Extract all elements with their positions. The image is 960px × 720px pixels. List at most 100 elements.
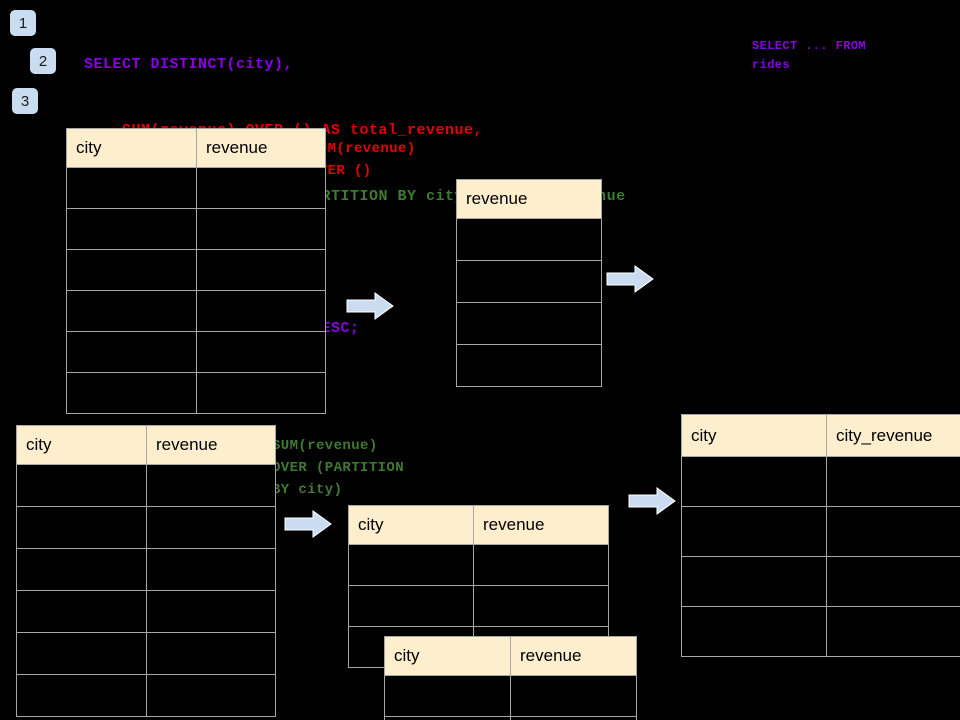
- cell: [456, 218, 602, 261]
- table-header-row: city city_revenue: [681, 414, 960, 457]
- cell: [456, 302, 602, 345]
- annotation-city-revenue: SUM(revenue) OVER (PARTITION BY city): [272, 438, 405, 498]
- table-source-bottom: city revenue: [16, 425, 276, 717]
- table-row: [456, 344, 602, 387]
- table-row: [16, 464, 276, 507]
- table-row: [16, 590, 276, 633]
- cell: [384, 716, 511, 720]
- step-badge-3[interactable]: 3: [12, 88, 38, 114]
- table-row: [384, 716, 637, 720]
- step-badge-2[interactable]: 2: [30, 48, 56, 74]
- cell: [681, 606, 827, 657]
- table-row: [66, 372, 326, 414]
- cell: [16, 674, 147, 717]
- table-row: [66, 331, 326, 373]
- table-source-top: city revenue: [66, 128, 326, 414]
- table-header-row: city revenue: [66, 128, 326, 168]
- cell: [681, 556, 827, 607]
- table-row: [681, 606, 960, 657]
- cell: [16, 548, 147, 591]
- table-row: [66, 208, 326, 250]
- annotation-select-from: SELECT ... FROM rides: [752, 39, 867, 72]
- column-header-city-revenue: city_revenue: [826, 414, 960, 457]
- table-row: [456, 218, 602, 261]
- cell: [681, 506, 827, 557]
- table-header-row: revenue: [456, 179, 602, 219]
- cell: [826, 556, 960, 607]
- cell: [146, 590, 276, 633]
- arrow-right-icon: [284, 510, 332, 538]
- table-header-row: city revenue: [348, 505, 609, 545]
- cell: [146, 674, 276, 717]
- cell: [146, 464, 276, 507]
- table-row: [66, 249, 326, 291]
- table-row: [348, 585, 609, 627]
- cell: [196, 290, 326, 332]
- cell: [348, 544, 474, 586]
- cell: [196, 208, 326, 250]
- cell: [16, 506, 147, 549]
- table-row: [348, 544, 609, 586]
- table-row: [456, 302, 602, 345]
- table-partition-front: city revenue: [384, 636, 637, 720]
- cell: [473, 585, 609, 627]
- cell: [66, 372, 197, 414]
- cell: [456, 260, 602, 303]
- column-header-city: city: [384, 636, 511, 676]
- column-header-city: city: [681, 414, 827, 457]
- cell: [16, 464, 147, 507]
- cell: [510, 716, 637, 720]
- table-row: [456, 260, 602, 303]
- table-row: [681, 506, 960, 557]
- cell: [196, 167, 326, 209]
- table-row: [16, 632, 276, 675]
- cell: [146, 506, 276, 549]
- cell: [66, 331, 197, 373]
- cell: [826, 606, 960, 657]
- cell: [146, 632, 276, 675]
- sql-line-1: SELECT DISTINCT(city),: [84, 56, 294, 73]
- cell: [66, 208, 197, 250]
- column-header-city: city: [16, 425, 147, 465]
- cell: [66, 167, 197, 209]
- cell: [826, 456, 960, 507]
- table-row: [16, 674, 276, 717]
- table-result: city city_revenue: [681, 414, 960, 657]
- table-revenue-total: revenue: [456, 179, 602, 387]
- cell: [826, 506, 960, 557]
- table-row: [681, 456, 960, 507]
- arrow-right-icon: [606, 265, 654, 293]
- table-row: [16, 548, 276, 591]
- table-row: [16, 506, 276, 549]
- arrow-right-icon: [628, 487, 676, 515]
- table-row: [384, 675, 637, 717]
- cell: [384, 675, 511, 717]
- column-header-revenue: revenue: [196, 128, 326, 168]
- column-header-revenue: revenue: [146, 425, 276, 465]
- cell: [348, 585, 474, 627]
- table-row: [681, 556, 960, 607]
- cell: [473, 544, 609, 586]
- cell: [146, 548, 276, 591]
- cell: [681, 456, 827, 507]
- cell: [196, 249, 326, 291]
- table-header-row: city revenue: [384, 636, 637, 676]
- table-row: [66, 167, 326, 209]
- cell: [196, 331, 326, 373]
- column-header-revenue: revenue: [456, 179, 602, 219]
- cell: [66, 249, 197, 291]
- column-header-city: city: [66, 128, 197, 168]
- table-header-row: city revenue: [16, 425, 276, 465]
- cell: [510, 675, 637, 717]
- cell: [16, 590, 147, 633]
- column-header-revenue: revenue: [510, 636, 637, 676]
- column-header-city: city: [348, 505, 474, 545]
- column-header-revenue: revenue: [473, 505, 609, 545]
- cell: [16, 632, 147, 675]
- arrow-right-icon: [346, 292, 394, 320]
- step-badge-1[interactable]: 1: [10, 10, 36, 36]
- cell: [456, 344, 602, 387]
- cell: [66, 290, 197, 332]
- cell: [196, 372, 326, 414]
